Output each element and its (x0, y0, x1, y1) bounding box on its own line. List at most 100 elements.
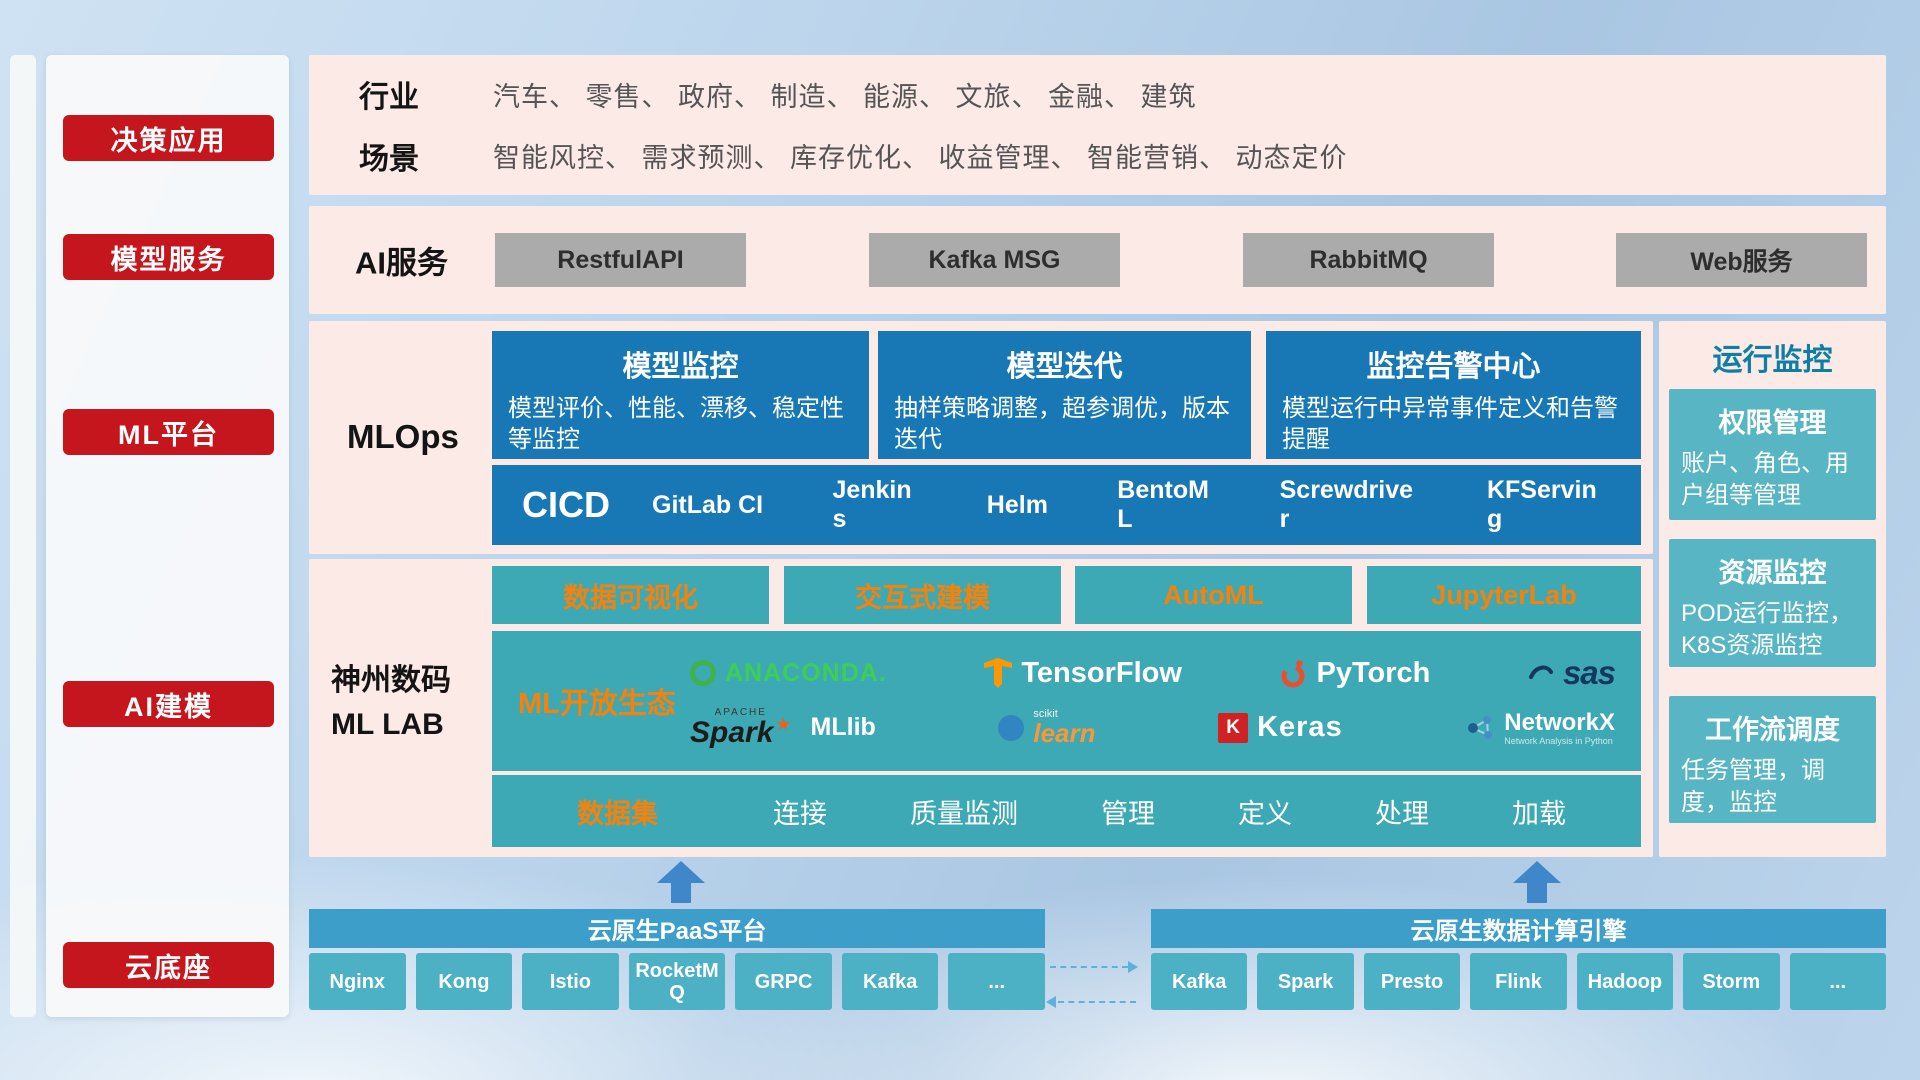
arrow-stem (671, 883, 691, 903)
card-title: 监控告警中心 (1366, 351, 1541, 383)
chip-more[interactable]: ... (948, 953, 1046, 1010)
tool-bentoml: BentoML (1117, 476, 1209, 533)
sidebar-item-ml-platform[interactable]: ML平台 (63, 409, 274, 455)
service-rabbitmq-button[interactable]: RabbitMQ (1243, 233, 1494, 287)
anaconda-logo: ANACONDA. (690, 659, 887, 688)
mllab-jupyterlab-button[interactable]: JupyterLab (1367, 566, 1641, 624)
card-desc: POD运行监控，K8S资源监控 (1681, 600, 1854, 660)
tensorflow-icon (984, 658, 1013, 689)
card-desc: 模型运行中异常事件定义和告警提醒 (1282, 395, 1618, 454)
learn-label: learn (1033, 718, 1096, 749)
spark-block: APACHE Spark★ (690, 706, 792, 748)
chip-kafka[interactable]: Kafka (841, 953, 939, 1010)
apache-label: APACHE (714, 706, 767, 718)
tool-kfserving: KFServing (1486, 476, 1597, 533)
spark-mllib-logo: APACHE Spark★ MLlib (690, 706, 876, 748)
card-title: 工作流调度 (1705, 715, 1840, 745)
logo-row-2: APACHE Spark★ MLlib scikit learn K (690, 706, 1615, 749)
chip-presto[interactable]: Presto (1363, 953, 1461, 1010)
chip-hadoop[interactable]: Hadoop (1576, 953, 1674, 1010)
card-permission-management: 权限管理 账户、角色、用户组等管理 (1669, 389, 1876, 520)
networkx-subtitle: Network Analysis in Python (1504, 736, 1613, 747)
chip-rocketmq[interactable]: RocketMQ (628, 953, 726, 1010)
chip-flink[interactable]: Flink (1470, 953, 1567, 1010)
chip-nginx[interactable]: Nginx (309, 953, 406, 1010)
spark-star-icon: ★ (775, 713, 792, 734)
industry-label: 行业 (359, 81, 419, 115)
anaconda-label: ANACONDA. (725, 658, 887, 687)
card-title: 模型监控 (622, 351, 739, 383)
ml-ecosystem-box: ML开放生态 ANACONDA. TensorFlow PyTorch (492, 631, 1641, 771)
dataset-item-load: 加载 (1512, 798, 1566, 829)
left-edge-strip (10, 55, 36, 1017)
industry-list: 汽车、 零售、 政府、 制造、 能源、 文旅、 金融、 建筑 (493, 81, 1197, 112)
runtime-monitor-panel: 运行监控 权限管理 账户、角色、用户组等管理 资源监控 POD运行监控，K8S资… (1659, 321, 1886, 857)
mllab-label-line2: ML LAB (331, 707, 444, 741)
ai-service-panel: AI服务 RestfulAPI Kafka MSG RabbitMQ Web服务 (309, 206, 1886, 314)
chip-storm[interactable]: Storm (1683, 953, 1780, 1010)
dashed-arrow-left-line (1058, 1001, 1136, 1003)
sidebar-item-cloud-base[interactable]: 云底座 (63, 942, 274, 988)
chip-istio[interactable]: Istio (522, 953, 619, 1010)
sas-label: sas (1562, 654, 1616, 692)
networkx-icon (1468, 715, 1493, 739)
card-desc: 任务管理，调度，监控 (1681, 757, 1825, 817)
mlops-label: MLOps (347, 418, 459, 455)
card-title: 资源监控 (1718, 558, 1827, 588)
keras-label: Keras (1257, 711, 1343, 744)
anaconda-icon (690, 660, 716, 687)
networkx-label: NetworkX (1504, 708, 1615, 736)
chip-kong[interactable]: Kong (415, 953, 513, 1010)
mlops-panel: MLOps 模型监控 模型评价、性能、漂移、稳定性等监控 模型迭代 抽样策略调整… (309, 321, 1653, 554)
scikit-label: scikit (1033, 708, 1058, 721)
scenario-row: 场景 智能风控、 需求预测、 库存优化、 收益管理、 智能营销、 动态定价 (359, 134, 1886, 178)
mllab-automl-button[interactable]: AutoML (1075, 566, 1352, 624)
arrow-head-icon (1513, 861, 1561, 883)
service-web-button[interactable]: Web服务 (1616, 233, 1867, 287)
ecosystem-logos: ANACONDA. TensorFlow PyTorch sas (690, 631, 1641, 771)
mllab-panel: 神州数码 ML LAB 数据可视化 交互式建模 AutoML JupyterLa… (309, 559, 1653, 857)
service-restfulapi-button[interactable]: RestfulAPI (495, 233, 746, 287)
cicd-title: CICD (522, 484, 610, 525)
chip-grpc[interactable]: GRPC (735, 953, 832, 1010)
card-desc: 抽样策略调整，超参调优，版本迭代 (894, 395, 1230, 454)
sidebar-item-decision-apps[interactable]: 决策应用 (63, 115, 274, 161)
card-workflow-scheduling: 工作流调度 任务管理，调度，监控 (1669, 696, 1876, 823)
scikit-learn-icon (998, 714, 1025, 741)
pytorch-logo: PyTorch (1279, 657, 1430, 690)
tool-screwdriver: Screwdriver (1279, 476, 1414, 533)
sidebar-item-ai-modeling[interactable]: AI建模 (63, 681, 274, 727)
tensorflow-logo: TensorFlow (984, 657, 1182, 690)
arrow-stem (1527, 883, 1547, 903)
pytorch-icon (1281, 660, 1305, 688)
dataset-items: 连接 质量监测 管理 定义 处理 加载 (773, 792, 1566, 831)
up-arrow-paas (657, 861, 705, 903)
scenario-label: 场景 (359, 142, 419, 176)
mllab-interactive-modeling-button[interactable]: 交互式建模 (784, 566, 1061, 624)
arrow-head-icon (657, 861, 705, 883)
paas-chip-row: Nginx Kong Istio RocketMQ GRPC Kafka ... (309, 953, 1046, 1010)
sas-logo: sas (1528, 654, 1616, 692)
card-title: 模型迭代 (1006, 351, 1123, 383)
industry-scenario-panel: 行业 汽车、 零售、 政府、 制造、 能源、 文旅、 金融、 建筑 场景 智能风… (309, 55, 1886, 195)
sidebar-item-model-service[interactable]: 模型服务 (63, 234, 274, 280)
tool-gitlab-ci: GitLab CI (652, 490, 764, 519)
dataset-item-manage: 管理 (1101, 798, 1155, 829)
scenario-list: 智能风控、 需求预测、 库存优化、 收益管理、 智能营销、 动态定价 (493, 143, 1348, 174)
dataset-bar: 数据集 连接 质量监测 管理 定义 处理 加载 (492, 775, 1641, 847)
dataset-title: 数据集 (577, 798, 658, 829)
mllab-label: 神州数码 ML LAB (331, 659, 451, 746)
chip-spark[interactable]: Spark (1257, 953, 1354, 1010)
scikit-learn-logo: scikit learn (998, 708, 1096, 749)
networkx-text: NetworkX Network Analysis in Python (1504, 709, 1615, 747)
mllab-data-viz-button[interactable]: 数据可视化 (492, 566, 769, 624)
card-resource-monitoring: 资源监控 POD运行监控，K8S资源监控 (1669, 539, 1876, 667)
sas-icon (1528, 665, 1553, 680)
dashed-arrow-right-head-icon (1128, 961, 1138, 973)
card-desc: 模型评价、性能、漂移、稳定性等监控 (508, 395, 844, 454)
chip-kafka-2[interactable]: Kafka (1151, 953, 1248, 1010)
chip-more-2[interactable]: ... (1789, 953, 1886, 1010)
card-title: 权限管理 (1718, 408, 1827, 438)
service-kafka-msg-button[interactable]: Kafka MSG (869, 233, 1120, 287)
